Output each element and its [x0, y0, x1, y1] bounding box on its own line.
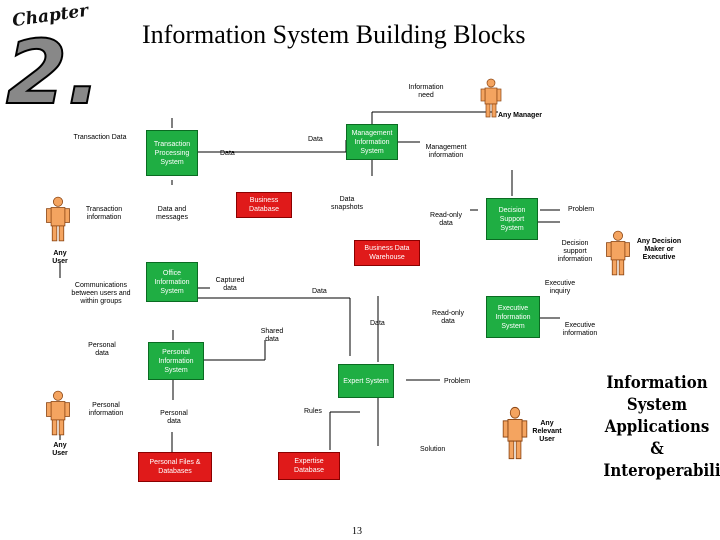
- label-any-decision-maker: Any Decision Maker or Executive: [636, 238, 682, 261]
- label-personal-data-2: Personal data: [160, 410, 188, 425]
- label-decision-support-info: Decision support information: [557, 240, 593, 263]
- page-number: 13: [352, 526, 362, 537]
- apps-caption-line-1: Information: [606, 373, 708, 393]
- person-icon-user-1: [46, 196, 70, 242]
- label-data-2: Data: [220, 150, 235, 157]
- label-shared-data: Shared data: [260, 328, 284, 343]
- label-rules: Rules: [304, 408, 322, 415]
- chapter-badge: Chapter 2.: [4, 1, 102, 124]
- person-icon-relevant-user: [502, 406, 528, 460]
- label-communications: Communications between users and within …: [71, 282, 131, 305]
- label-data-1: Data: [308, 136, 323, 143]
- label-transaction-info: Transaction information: [85, 206, 123, 221]
- apps-caption-line-2: System: [626, 395, 688, 415]
- dss-box: Decision Support System: [486, 198, 538, 240]
- label-mgmt-info: Management information: [425, 144, 467, 159]
- expert-system-box: Expert System: [338, 364, 394, 398]
- chapter-number: 2.: [5, 21, 102, 124]
- label-info-need: Information need: [408, 84, 444, 99]
- label-executive-inquiry: Executive inquiry: [544, 280, 576, 295]
- label-data-3: Data: [312, 288, 327, 295]
- label-data-snapshots: Data snapshots: [331, 196, 363, 211]
- label-read-only-2: Read-only data: [432, 310, 464, 325]
- person-icon-user-2: [46, 390, 70, 436]
- label-problem-2: Problem: [444, 378, 471, 385]
- label-any-manager: Any Manager: [498, 112, 542, 119]
- label-data-4: Data: [370, 320, 385, 327]
- label-personal-data-1: Personal data: [88, 342, 116, 357]
- label-transaction-data: Transaction Data: [73, 134, 127, 141]
- eis-box: Executive Information System: [486, 296, 540, 338]
- pis-box: Personal Information System: [148, 342, 204, 380]
- label-captured-data: Captured data: [215, 277, 245, 292]
- apps-caption: Information System Applications & Intero…: [603, 372, 720, 482]
- personal-files-box: Personal Files & Databases: [138, 452, 212, 482]
- label-problem-1: Problem: [568, 206, 595, 213]
- label-personal-info: Personal information: [88, 402, 124, 417]
- apps-caption-line-4: Interoperability: [603, 461, 720, 481]
- business-database-box: Business Database: [236, 192, 292, 218]
- label-solution: Solution: [420, 446, 446, 453]
- person-icon-manager: [480, 78, 502, 118]
- ois-box: Office Information System: [146, 262, 198, 302]
- apps-caption-line-3: Applications &: [604, 417, 710, 459]
- person-icon-decision-maker: [606, 230, 630, 276]
- tps-box: Transaction Processing System: [146, 130, 198, 176]
- data-warehouse-box: Business Data Warehouse: [354, 240, 420, 266]
- label-any-relevant-user: Any Relevant User: [532, 420, 562, 443]
- label-data-messages: Data and messages: [156, 206, 188, 221]
- label-read-only-1: Read-only data: [430, 212, 462, 227]
- expertise-database-box: Expertise Database: [278, 452, 340, 480]
- mis-box: Management Information System: [346, 124, 398, 160]
- label-executive-info: Executive information: [562, 322, 598, 337]
- page-title: Information System Building Blocks: [142, 20, 526, 49]
- label-any-user-1: Any User: [52, 250, 68, 265]
- label-any-user-2: Any User: [52, 442, 68, 457]
